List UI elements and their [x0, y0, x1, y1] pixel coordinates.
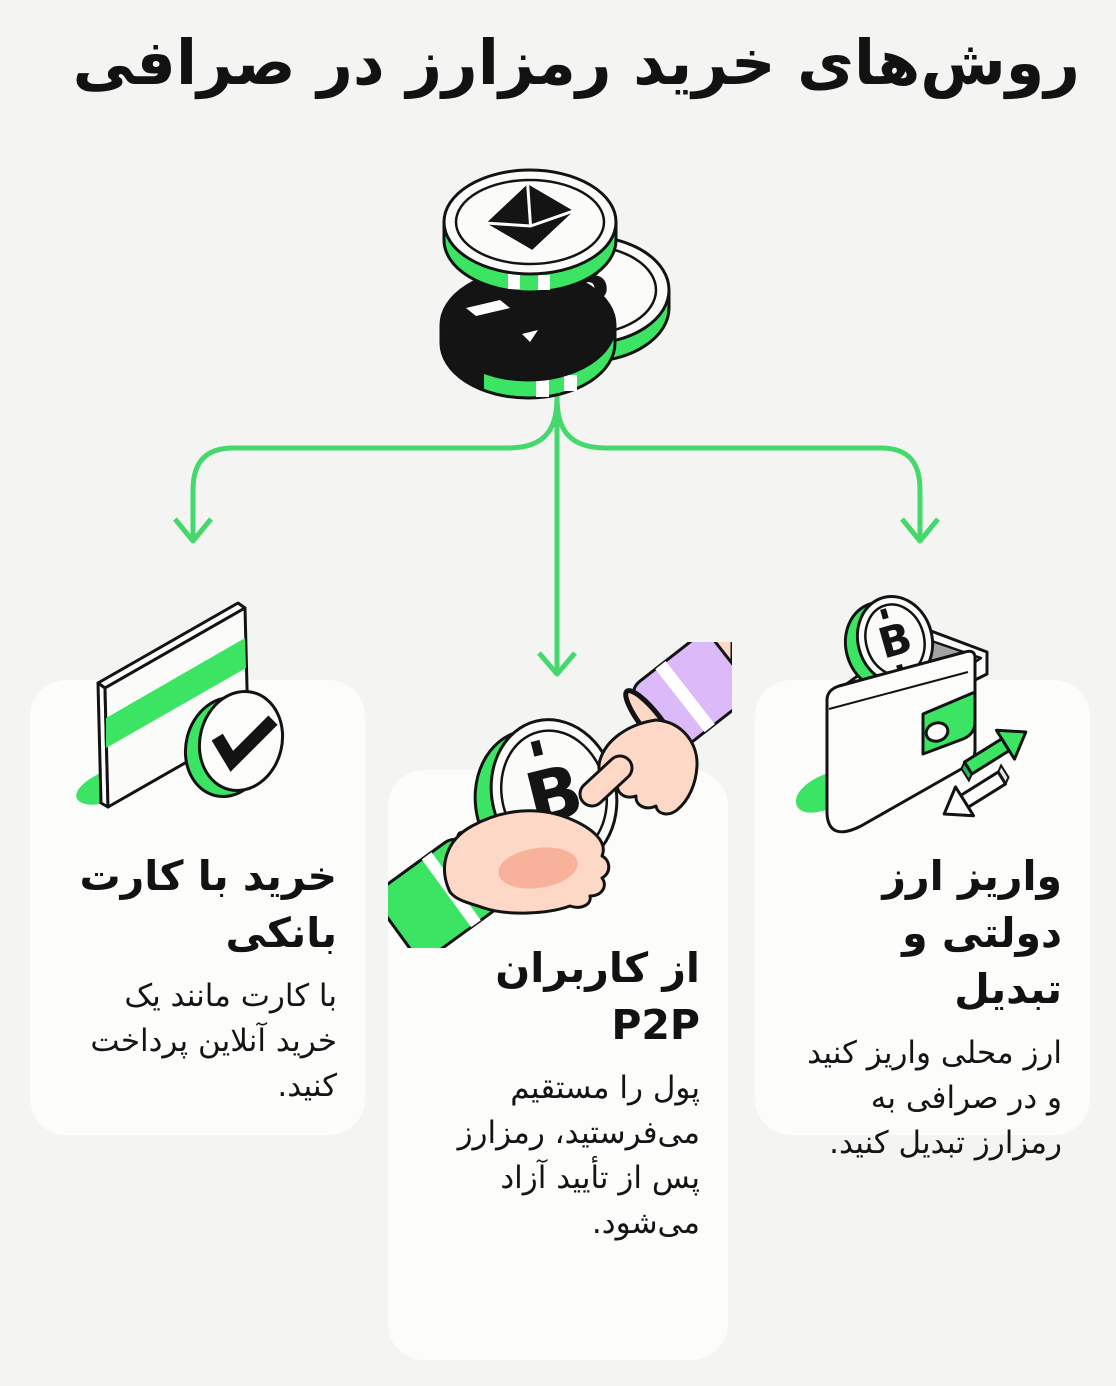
crypto-coins-illustration: B — [439, 168, 671, 400]
p2p-hands-illustration: B — [388, 642, 732, 948]
arrowhead-center — [537, 651, 577, 677]
card-title-p2p: از کاربران P2P — [495, 944, 700, 1049]
card-title-fiat: واریز ارز دولتی و تبدیل — [882, 852, 1062, 1014]
arrow-right — [554, 397, 923, 538]
branch-arrows — [173, 385, 940, 677]
card-title-bank: خرید با کارت بانکی — [79, 852, 337, 957]
swap-arrow-up-icon — [960, 728, 1028, 783]
bank-card-icon — [96, 601, 250, 809]
arrowhead-right — [900, 517, 940, 544]
ethereum-coin-icon — [442, 168, 618, 294]
arrow-left — [190, 397, 560, 538]
wallet-front — [825, 649, 977, 834]
pointing-hand-icon — [578, 642, 732, 816]
page-title: روش‌های خرید رمزارز در صرافی — [72, 26, 1081, 99]
wallet-swap-illustration: B — [795, 594, 1028, 834]
strap-grommet — [924, 721, 950, 743]
swap-arrow-down-icon — [942, 763, 1010, 818]
card-body-bank: با کارت مانند یک خرید آنلاین پرداخت کنید… — [90, 978, 337, 1105]
check-mark-icon — [183, 689, 285, 799]
card-bank-purchase: خرید با کارت بانکی با کارت مانند یک خرید… — [30, 680, 365, 1135]
card-body-fiat: ارز محلی واریز کنید و در صرافی به رمزارز… — [807, 1034, 1062, 1161]
black-coin-icon — [439, 268, 617, 400]
card-body-p2p: پول را مستقیم می‌فرستید، رمزارز پس از تأ… — [457, 1070, 700, 1241]
giving-hand-icon — [443, 809, 611, 915]
card-fiat-deposit: واریز ارز دولتی و تبدیل ارز محلی واریز ک… — [755, 680, 1090, 1161]
arrowhead-left — [173, 517, 213, 544]
bitcoin-coin-icon: B — [843, 594, 935, 692]
bank-card-check-illustration — [76, 601, 285, 809]
